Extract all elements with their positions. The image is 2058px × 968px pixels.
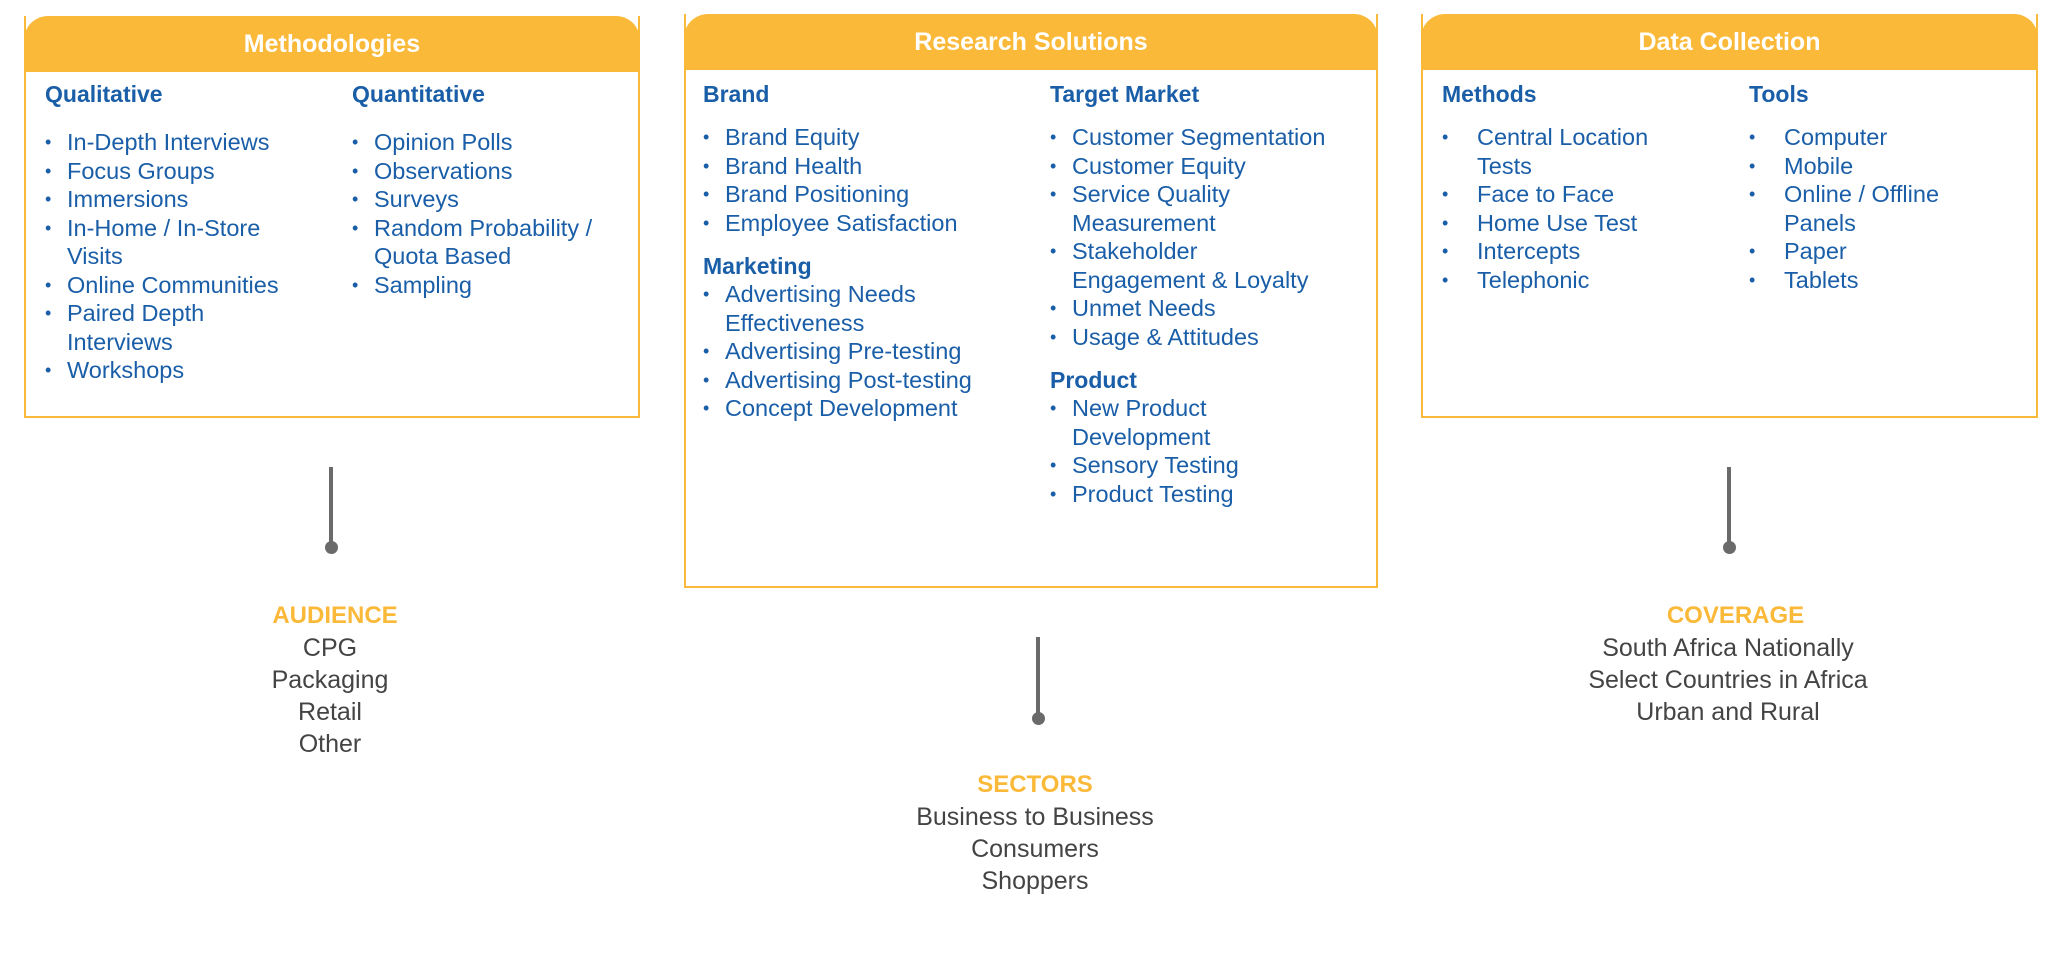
- list-item: Intercepts: [1442, 237, 1742, 266]
- product-list: New ProductDevelopmentSensory TestingPro…: [1050, 394, 1380, 508]
- list-item: Sampling: [352, 271, 642, 300]
- list-item: Unmet Needs: [1050, 294, 1380, 323]
- product-title: Product: [1050, 367, 1137, 393]
- target-market-product-column: Target Market Customer SegmentationCusto…: [1050, 80, 1380, 508]
- info-line: Retail: [298, 698, 362, 726]
- list-item: Product Testing: [1050, 480, 1380, 509]
- list-item: Random Probability /Quota Based: [352, 214, 642, 271]
- list-item: Brand Equity: [703, 123, 1033, 152]
- tools-column: Tools ComputerMobileOnline / OfflinePane…: [1749, 80, 2039, 294]
- list-item: Online Communities: [45, 271, 335, 300]
- research-solutions-panel: Research Solutions Brand Brand EquityBra…: [684, 14, 1378, 588]
- list-item: Mobile: [1749, 152, 2039, 181]
- info-line: Shoppers: [981, 867, 1089, 895]
- list-item: Employee Satisfaction: [703, 209, 1033, 238]
- list-item: Immersions: [45, 185, 335, 214]
- quantitative-list: Opinion PollsObservationsSurveysRandom P…: [352, 128, 642, 299]
- info-line: South Africa Nationally: [1602, 634, 1854, 662]
- list-item: Concept Development: [703, 394, 1033, 423]
- list-item: Computer: [1749, 123, 2039, 152]
- brand-list: Brand EquityBrand HealthBrand Positionin…: [703, 123, 1033, 237]
- methods-list: Central LocationTestsFace to FaceHome Us…: [1442, 123, 1742, 294]
- info-line: Consumers: [971, 835, 1099, 863]
- list-item: Usage & Attitudes: [1050, 323, 1380, 352]
- info-line: Other: [298, 730, 362, 758]
- marketing-title: Marketing: [703, 253, 812, 279]
- info-line: CPG: [302, 634, 358, 662]
- tools-list: ComputerMobileOnline / OfflinePanelsPape…: [1749, 123, 2039, 294]
- list-item: Opinion Polls: [352, 128, 642, 157]
- audience-connector-line: [329, 467, 333, 547]
- quantitative-column: Quantitative Opinion PollsObservationsSu…: [352, 80, 642, 299]
- methods-title: Methods: [1442, 81, 1537, 107]
- list-item: Tablets: [1749, 266, 2039, 295]
- quantitative-title: Quantitative: [352, 81, 485, 107]
- coverage-connector-dot: [1723, 541, 1736, 554]
- list-item: Sensory Testing: [1050, 451, 1380, 480]
- sectors-connector-dot: [1032, 712, 1045, 725]
- info-line: Select Countries in Africa: [1588, 666, 1868, 694]
- list-item: Observations: [352, 157, 642, 186]
- methodologies-header: Methodologies: [24, 16, 640, 72]
- list-item: Advertising Post-testing: [703, 366, 1033, 395]
- coverage-title: COVERAGE: [1666, 602, 1805, 629]
- info-line: Packaging: [271, 666, 389, 694]
- list-item: Focus Groups: [45, 157, 335, 186]
- info-line: Business to Business: [916, 803, 1154, 831]
- list-item: Customer Segmentation: [1050, 123, 1380, 152]
- brand-marketing-column: Brand Brand EquityBrand HealthBrand Posi…: [703, 80, 1033, 423]
- sectors-connector-line: [1036, 637, 1040, 717]
- research-solutions-title: Research Solutions: [914, 27, 1148, 56]
- list-item: Face to Face: [1442, 180, 1742, 209]
- list-item: Surveys: [352, 185, 642, 214]
- target-market-list: Customer SegmentationCustomer EquityServ…: [1050, 123, 1380, 351]
- list-item: In-Depth Interviews: [45, 128, 335, 157]
- data-collection-panel: Data Collection Methods Central Location…: [1421, 14, 2038, 418]
- coverage-connector-line: [1727, 467, 1731, 547]
- list-item: Telephonic: [1442, 266, 1742, 295]
- audience-title: AUDIENCE: [272, 602, 398, 629]
- tools-title: Tools: [1749, 81, 1809, 107]
- list-item: Advertising Pre-testing: [703, 337, 1033, 366]
- list-item: Customer Equity: [1050, 152, 1380, 181]
- audience-connector-dot: [325, 541, 338, 554]
- list-item: Brand Health: [703, 152, 1033, 181]
- list-item: Workshops: [45, 356, 335, 385]
- data-collection-header: Data Collection: [1421, 14, 2038, 70]
- research-solutions-header: Research Solutions: [684, 14, 1378, 70]
- methodologies-title: Methodologies: [243, 29, 421, 58]
- sectors-title: SECTORS: [977, 771, 1093, 798]
- list-item: Paper: [1749, 237, 2039, 266]
- info-line: Urban and Rural: [1636, 698, 1820, 726]
- list-item: Home Use Test: [1442, 209, 1742, 238]
- methods-column: Methods Central LocationTestsFace to Fac…: [1442, 80, 1742, 294]
- qualitative-column: Qualitative In-Depth InterviewsFocus Gro…: [45, 80, 335, 385]
- methodologies-panel: Methodologies Qualitative In-Depth Inter…: [24, 16, 640, 418]
- brand-title: Brand: [703, 81, 770, 107]
- marketing-list: Advertising NeedsEffectivenessAdvertisin…: [703, 280, 1033, 423]
- list-item: Brand Positioning: [703, 180, 1033, 209]
- qualitative-list: In-Depth InterviewsFocus GroupsImmersion…: [45, 128, 335, 385]
- target-market-title: Target Market: [1050, 81, 1200, 107]
- data-collection-title: Data Collection: [1638, 27, 1821, 56]
- qualitative-title: Qualitative: [45, 81, 163, 107]
